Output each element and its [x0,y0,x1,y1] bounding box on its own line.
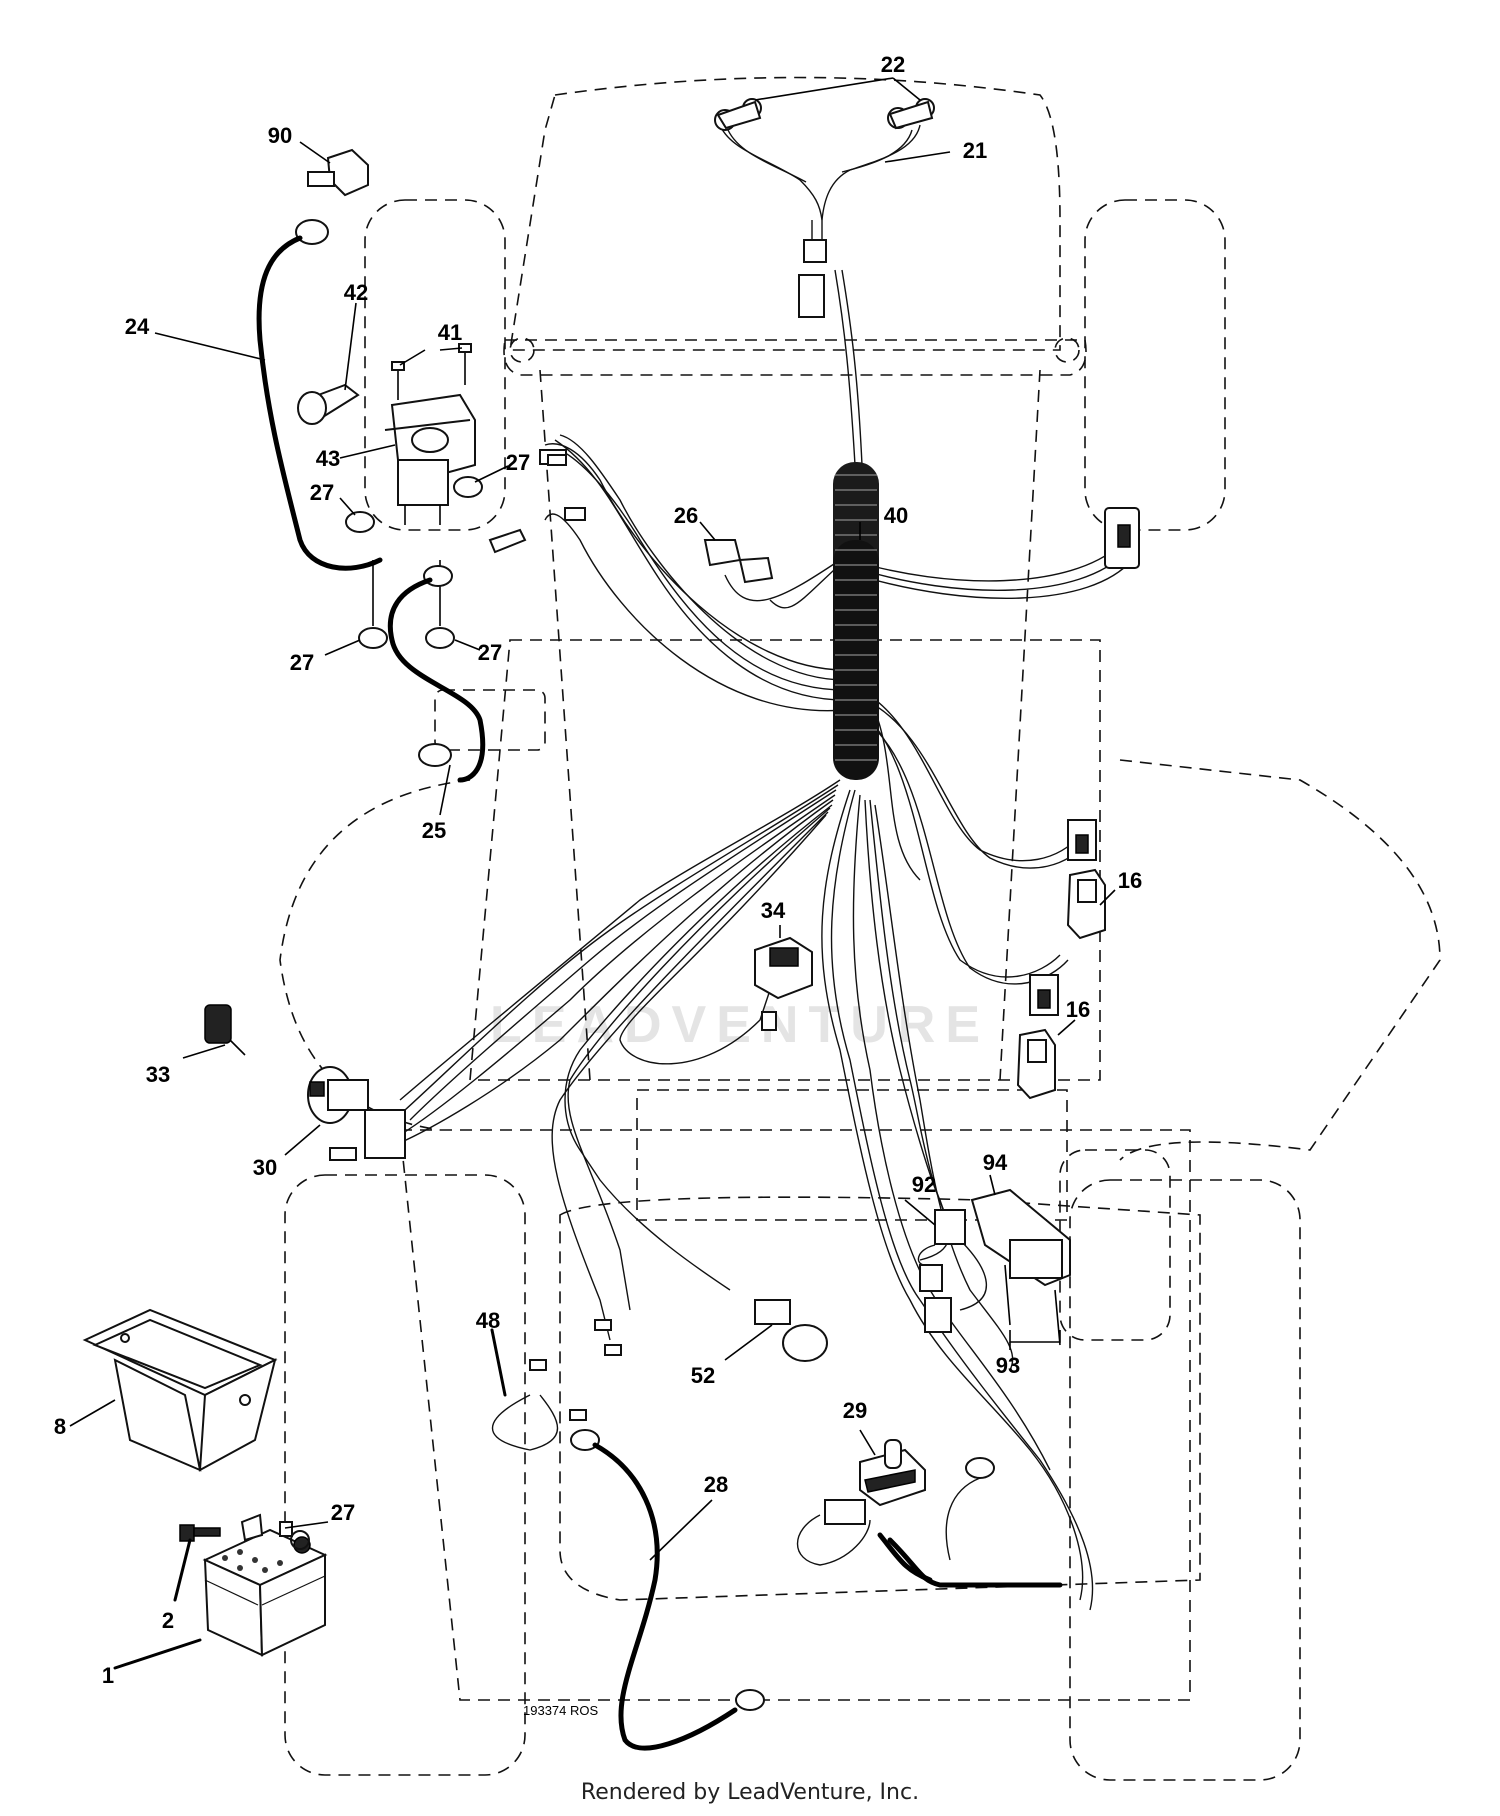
switch-34 [754,936,813,1031]
callout-1: 1 [102,1663,114,1688]
cable-25 [387,565,486,783]
harness-loom [833,462,879,780]
callout-25: 25 [422,818,446,843]
callout-30: 30 [253,1155,277,1180]
callout-8: 8 [54,1414,66,1439]
cable-24 [256,219,383,571]
callout-93: 93 [996,1353,1020,1378]
callout-28: 28 [704,1472,728,1497]
part-90-plug [307,148,369,197]
terminal-clamp [240,1513,293,1542]
callout-29: 29 [843,1398,867,1423]
callout-27-battery: 27 [331,1500,355,1525]
ignition-switch-30 [307,1066,406,1161]
screws-93 [1004,1264,1061,1346]
seat-switch-harness-connector [1067,819,1097,861]
callout-92: 92 [912,1172,936,1197]
module-94 [970,1188,1071,1287]
headlight-harness [719,124,921,263]
battery-tray-8 [82,1308,278,1472]
headlight-connector [803,239,827,263]
key-33 [204,1004,246,1056]
fuse-holder [488,449,586,554]
callout-21: 21 [963,138,987,163]
tractor-outline [279,76,1441,1781]
cable-28 [570,1429,765,1751]
nuts-27 [345,476,483,649]
connector-92 [917,1209,966,1333]
switch-16-upper [1066,868,1106,940]
leader-lines [69,77,1116,1670]
callout-27-lower-left: 27 [290,650,314,675]
switch-16-lower [1016,1028,1056,1100]
callout-52: 52 [691,1363,715,1388]
drawing-number: 193374 ROS [523,1703,598,1718]
headlight-right-socket [887,98,935,130]
switch-16-harness-connector [1029,974,1059,1016]
callout-33: 33 [146,1062,170,1087]
wire-harness [394,269,1133,1611]
callout-26: 26 [674,503,698,528]
callout-43: 43 [316,446,340,471]
connector-right-front [1104,507,1140,569]
callout-90: 90 [268,123,292,148]
callout-94: 94 [983,1150,1008,1175]
part-48-lead [491,1319,622,1451]
part-42-boot [297,383,360,425]
callout-41: 41 [438,320,462,345]
bolts-41 [391,343,472,400]
callout-40: 40 [884,503,908,528]
callout-27-solenoid-right: 27 [506,450,530,475]
callout-22: 22 [881,52,905,77]
callout-labels: 90 22 21 24 42 41 43 27 27 27 27 25 26 4… [54,52,1142,1688]
callout-16-lower: 16 [1066,997,1090,1022]
callout-48: 48 [476,1308,500,1333]
fuse-26 [703,539,774,584]
coil-cord [796,1457,1063,1588]
part-52-bulb [754,1299,828,1362]
switch-29 [859,1439,926,1507]
callout-27-lower-right: 27 [478,640,502,665]
harness-front-connector [798,274,825,318]
callout-42: 42 [344,280,368,305]
bolt-2 [179,1524,221,1542]
headlight-left-socket [714,98,762,131]
battery-1 [202,1528,328,1657]
callout-34: 34 [761,898,786,923]
callout-27-solenoid-left: 27 [310,480,334,505]
callout-24: 24 [125,314,150,339]
callout-2: 2 [162,1608,174,1633]
solenoid-43 [384,393,476,525]
callout-16-upper: 16 [1118,868,1142,893]
rendered-by-footer: Rendered by LeadVenture, Inc. [580,1780,920,1805]
